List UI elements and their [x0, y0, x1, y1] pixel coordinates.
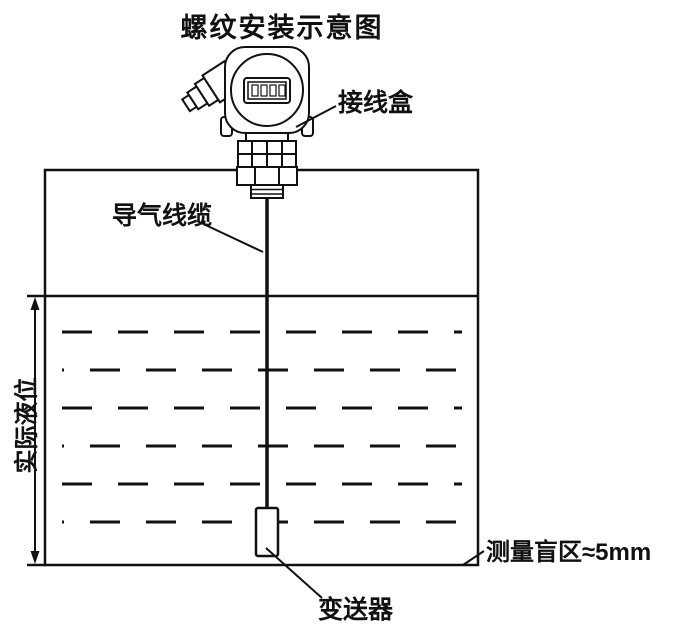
- thread-stub-drawing: [250, 184, 284, 199]
- leader-lines: [196, 105, 485, 599]
- transmitter-leader: [265, 547, 323, 599]
- hex-nut-drawing: [236, 166, 298, 186]
- liquid-dashes: [62, 330, 462, 524]
- vent-cable-label: 导气线缆: [112, 202, 213, 230]
- probe-body-drawing: [254, 506, 280, 558]
- cable-gland-icon: [180, 59, 244, 113]
- transmitter-label: 变送器: [318, 596, 394, 624]
- transmitter-housing-drawing: [180, 46, 314, 199]
- blind-zone-leader: [462, 550, 485, 566]
- level-dimension-arrow: [30, 297, 40, 564]
- diagram-title: 螺纹安装示意图: [180, 13, 384, 43]
- junction-box-label: 接线盒: [338, 89, 414, 117]
- actual-level-label: 实际液位: [13, 377, 41, 474]
- tank-outline: [43, 168, 480, 567]
- vent-cable-leader: [196, 220, 264, 253]
- junction-box-leader: [295, 105, 337, 128]
- lcd-display-icon: [243, 77, 291, 104]
- blind-zone-label: 测量盲区≈5mm: [486, 539, 652, 566]
